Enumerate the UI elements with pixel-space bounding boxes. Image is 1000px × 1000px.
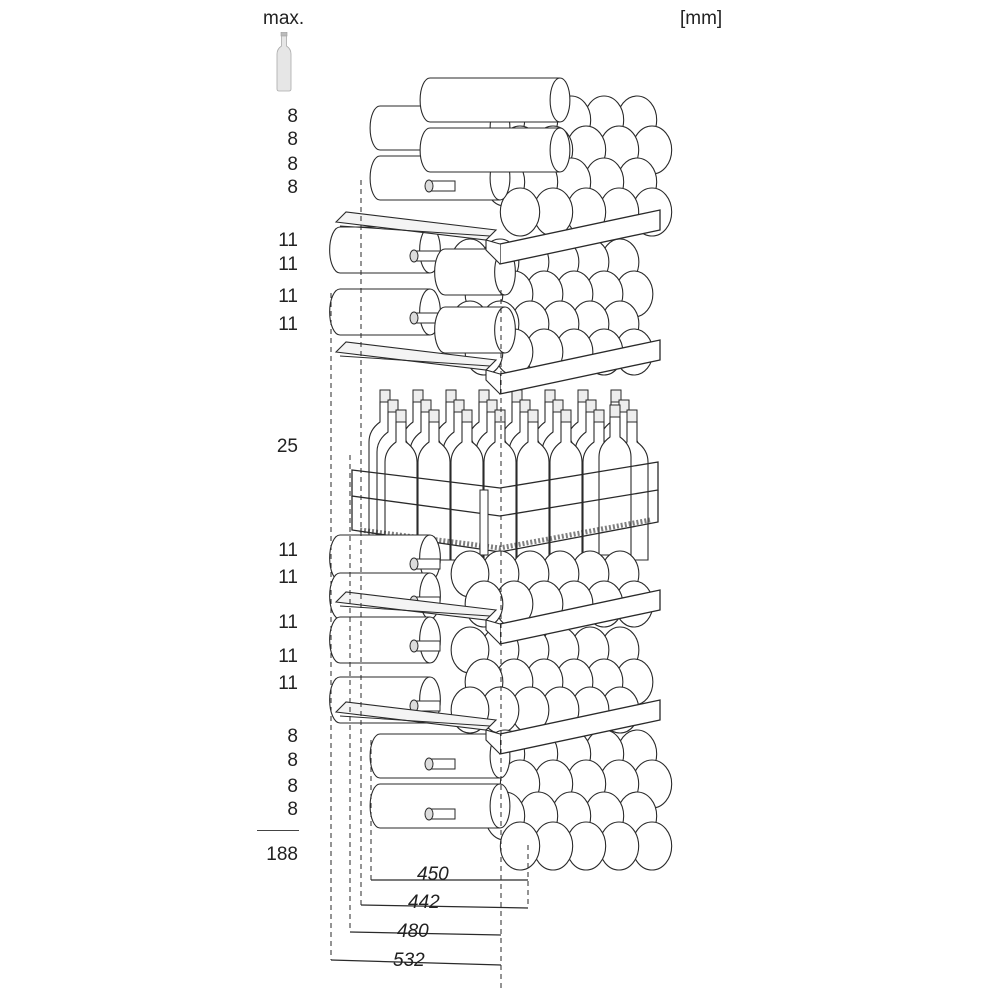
bottle-neck (424, 757, 456, 771)
dimension-label: 480 (397, 921, 429, 942)
shelf (334, 209, 661, 265)
bottle-neck (424, 807, 456, 821)
capacity-value: 8 (287, 129, 298, 150)
standing-bottles (351, 389, 659, 561)
capacity-value: 11 (278, 612, 298, 633)
capacity-value: 11 (278, 540, 298, 561)
capacity-value: 11 (278, 673, 298, 694)
bottle-side (419, 77, 571, 123)
capacity-value: 8 (287, 776, 298, 797)
wine-bottle-icon (276, 32, 292, 92)
bottle-neck (409, 557, 441, 571)
shelf-rail (334, 701, 498, 731)
bottle-base (499, 821, 541, 871)
dimension-line (349, 931, 502, 936)
shelf (334, 589, 661, 645)
capacity-value: 8 (287, 106, 298, 127)
dimension-guides (330, 180, 529, 990)
bottle-neck (409, 249, 441, 263)
total-divider (257, 830, 299, 831)
bottle-neck (409, 639, 441, 653)
capacity-value: 8 (287, 177, 298, 198)
capacity-value: 11 (278, 286, 298, 307)
max-label: max. (263, 8, 305, 29)
capacity-value: 8 (287, 726, 298, 747)
shelf-rail (334, 591, 498, 621)
standing-bottle (417, 409, 451, 561)
bottle-base (499, 187, 541, 237)
capacity-value: 11 (278, 567, 298, 588)
dimension-labels: 450 442 480 532 (393, 864, 449, 971)
dimension-label: 450 (417, 864, 449, 885)
unit-label: [mm] (680, 8, 723, 29)
bottle-side (369, 783, 511, 829)
dimension-line (330, 959, 502, 966)
bottle-neck (409, 699, 441, 713)
capacity-value: 11 (278, 314, 298, 335)
bottle-stack (369, 77, 673, 237)
dimension-label: 532 (393, 950, 425, 971)
dimension-line (360, 904, 529, 909)
capacity-value: 11 (278, 646, 298, 667)
bottle-side (329, 616, 441, 664)
capacity-value: 8 (287, 750, 298, 771)
dimension-lines (330, 879, 529, 966)
shelf-rail (334, 341, 498, 371)
bottle-stack (369, 729, 673, 871)
bottle-side (419, 127, 571, 173)
capacity-value: 8 (287, 154, 298, 175)
capacity-value: 25 (276, 436, 298, 457)
bottle-side (329, 226, 441, 274)
shelves (334, 209, 661, 755)
bottle-side (329, 288, 441, 336)
capacity-value: 11 (278, 230, 298, 251)
shelf (334, 339, 661, 395)
shelf (334, 699, 661, 755)
capacity-value: 11 (278, 254, 298, 275)
shelf-rail (334, 211, 498, 241)
bottle-neck (424, 179, 456, 193)
dimension-label: 442 (408, 892, 440, 913)
capacity-total: 188 (266, 844, 298, 865)
bottle-side (434, 306, 516, 354)
capacity-value: 8 (287, 799, 298, 820)
